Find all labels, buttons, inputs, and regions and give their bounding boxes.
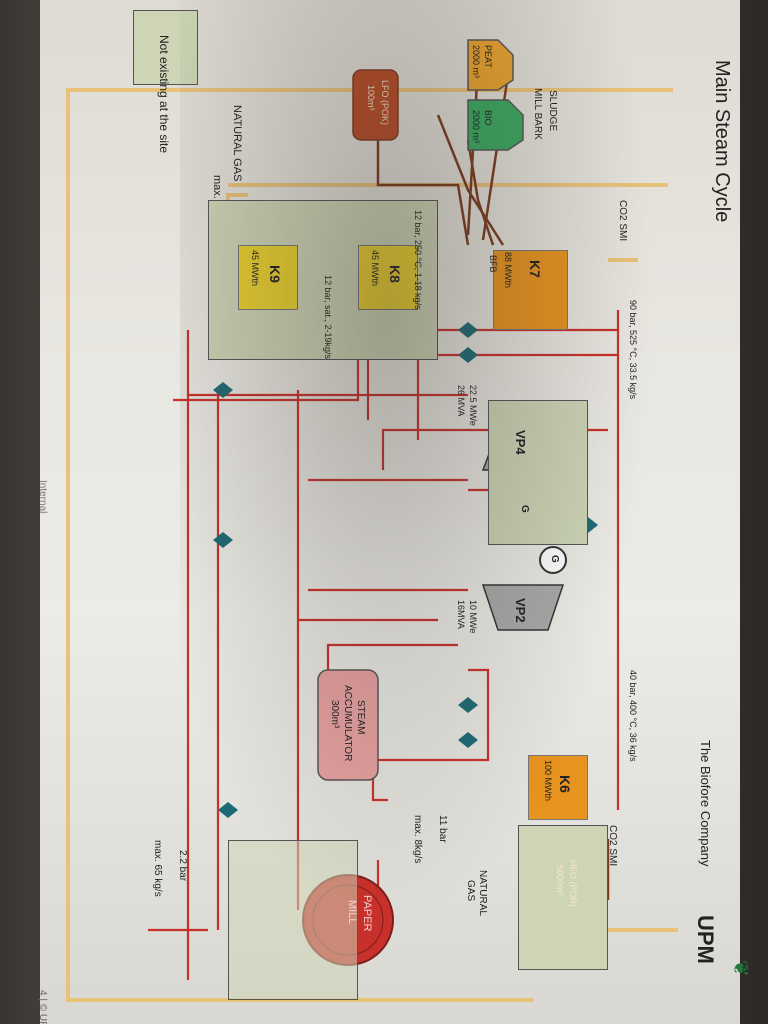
valve <box>213 532 233 548</box>
company-tagline: The Biofore Company <box>698 740 713 867</box>
accumulator-line-3: 300m³ <box>329 700 340 729</box>
page-title: Main Steam Cycle <box>711 60 733 223</box>
lfo-label: LFO (POK) <box>380 80 390 126</box>
footer-page: 4 | © UPM <box>37 990 48 1024</box>
turbine-vp2 <box>481 584 565 631</box>
peat-volume: 2000 m³ <box>471 45 481 79</box>
fuel-sludge <box>436 114 505 246</box>
sludge-label: SLUDGE <box>547 90 558 132</box>
k6-label: K6 <box>557 775 573 793</box>
k8-condition-1: 12 bar, 250 °C, 1-18 kg/s <box>413 210 423 310</box>
valve <box>458 697 478 713</box>
valve <box>458 322 478 338</box>
k7-type: BFB <box>488 255 498 273</box>
diagram-lines <box>66 39 678 1002</box>
fuel-lfo <box>376 125 470 246</box>
company-brand: UPM <box>693 915 718 964</box>
bio-label: BIO <box>483 110 493 126</box>
max-8-label: max. 8kg/s <box>412 815 423 864</box>
printed-page <box>40 0 740 1024</box>
bio-silo <box>467 99 524 151</box>
max-65-label: max. 65 kg/s <box>152 840 163 897</box>
co2-smi-k6: CO2 SMI <box>607 825 618 867</box>
k8-power: 45 MWth <box>370 250 380 287</box>
vp4-label: VP4 <box>513 430 528 455</box>
k8-condition-2: 12 bar, sat., 2-19kg/s <box>323 275 333 360</box>
k6-power: 100 MWth <box>543 760 553 802</box>
paper-mill-label-2: MILL <box>346 900 358 925</box>
natural-gas-right-2: GAS <box>465 880 476 902</box>
hfo-box <box>518 825 608 970</box>
valve <box>218 802 238 818</box>
not-existing-label: Not existing at the site <box>157 35 171 154</box>
hp-line-label: 90 bar, 525 °C, 33.5 kg/s <box>628 300 638 400</box>
peat-silo <box>467 39 514 91</box>
k9-label: K9 <box>267 265 283 283</box>
vp4-mwe: 22.5 MWe <box>468 385 478 426</box>
k7-label: K7 <box>527 260 543 278</box>
hfo-label-1: HFO (POR) <box>568 860 578 907</box>
valve <box>458 347 478 363</box>
bar-22-label: 2.2 bar <box>177 850 188 882</box>
generator-vp2 <box>539 546 567 574</box>
footer-classification: Internal <box>37 480 48 514</box>
natural-gas-left: NATURAL GAS <box>231 105 243 182</box>
vp4-box <box>488 400 588 545</box>
accumulator-line-1: STEAM <box>355 700 366 735</box>
mp-line-label: 40 bar, 400 °C, 36 kg/s <box>628 670 638 762</box>
lfo-tank <box>352 69 399 141</box>
k9-power: 45 MWth <box>250 250 260 287</box>
valve <box>458 732 478 748</box>
vp2-gen-label: G <box>549 555 560 563</box>
accumulator-line-2: ACCUMULATOR <box>342 685 353 762</box>
vp2-mva: 16MVA <box>456 600 466 629</box>
valve <box>213 382 233 398</box>
vp4-gen-label: G <box>519 505 530 513</box>
vp4-mva: 26 MVA <box>456 385 466 417</box>
vp2-mwe: 10 MWe <box>468 600 478 634</box>
lfo-volume: 100m³ <box>366 85 376 111</box>
peat-label: PEAT <box>483 45 493 68</box>
bar-11-label: 11 bar <box>437 815 448 843</box>
k6-line <box>373 668 490 762</box>
steam-accumulator-box <box>317 669 379 781</box>
k7-power: 88 MWth <box>503 252 513 289</box>
paper-mill-box <box>228 840 358 1000</box>
mill-bark-label: MILL BARK <box>532 88 543 140</box>
co2-smi-k7: CO2 SMI <box>617 200 628 242</box>
k8-label: K8 <box>387 265 403 283</box>
rotated-slide: Main Steam Cycle The Biofore Company UPM… <box>28 0 768 1024</box>
hfo-label-2: 5000m³ <box>555 865 565 896</box>
vp2-label: VP2 <box>513 598 528 623</box>
valves <box>213 322 598 818</box>
bio-volume: 2000 m³ <box>471 110 481 144</box>
natural-gas-right-1: NATURAL <box>477 870 488 916</box>
paper-mill-label-1: PAPER <box>361 895 373 932</box>
griffin-logo-icon: ❦ <box>729 960 751 977</box>
